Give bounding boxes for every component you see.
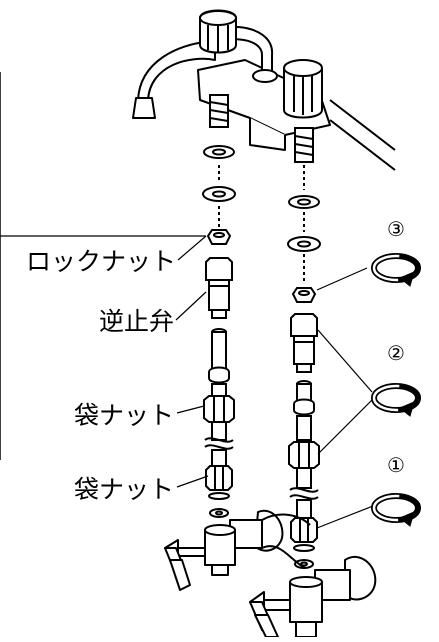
- step-number-1: ①: [387, 453, 405, 477]
- left-column-parts: [202, 94, 236, 518]
- step-number-2: ②: [387, 341, 405, 365]
- stop-valve-icon: [164, 509, 284, 591]
- label-cap-nut-upper: 袋ナット: [74, 401, 174, 430]
- rotate-clockwise-icon: [371, 253, 421, 287]
- label-check-valve: 逆止弁: [99, 307, 174, 336]
- rotate-clockwise-icon: [371, 493, 421, 527]
- stop-valve-icon: [249, 556, 377, 638]
- rotate-clockwise-icon: [371, 383, 421, 417]
- faucet-icon: [132, 9, 396, 171]
- supply-pipe: [261, 513, 311, 569]
- right-column-parts: [287, 127, 321, 569]
- step-number-3: ③: [387, 217, 405, 241]
- label-lock-nut: ロックナット: [26, 247, 176, 276]
- label-cap-nut-lower: 袋ナット: [74, 475, 174, 504]
- leader-lines: [0, 235, 374, 529]
